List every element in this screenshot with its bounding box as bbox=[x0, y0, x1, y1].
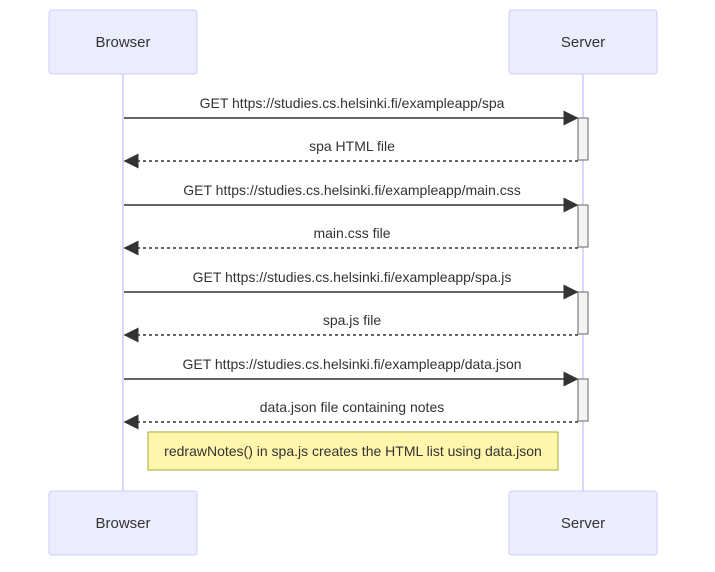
message-label: GET https://studies.cs.helsinki.fi/examp… bbox=[183, 182, 520, 198]
message-data-json-file: data.json file containing notes bbox=[123, 399, 578, 430]
message-spa-html-file: spa HTML file bbox=[123, 138, 578, 169]
message-label: GET https://studies.cs.helsinki.fi/examp… bbox=[200, 95, 505, 111]
message-label: spa.js file bbox=[323, 312, 382, 328]
actor-server-top-label: Server bbox=[561, 34, 605, 51]
message-get-spa: GET https://studies.cs.helsinki.fi/examp… bbox=[124, 95, 579, 126]
activation-box bbox=[577, 204, 589, 248]
note-redraw-notes: redrawNotes() in spa.js creates the HTML… bbox=[147, 431, 559, 471]
actor-browser-bottom: Browser bbox=[48, 490, 198, 556]
message-label: spa HTML file bbox=[309, 138, 395, 154]
activation-box bbox=[577, 117, 589, 161]
message-main-css-file: main.css file bbox=[123, 225, 578, 256]
message-label: GET https://studies.cs.helsinki.fi/examp… bbox=[182, 356, 521, 372]
message-get-data-json: GET https://studies.cs.helsinki.fi/examp… bbox=[124, 356, 579, 387]
message-label: main.css file bbox=[313, 225, 390, 241]
message-spa-js-file: spa.js file bbox=[123, 312, 578, 343]
actor-server-top: Server bbox=[508, 9, 658, 75]
message-get-main-css: GET https://studies.cs.helsinki.fi/examp… bbox=[124, 182, 579, 213]
activation-box bbox=[577, 291, 589, 335]
message-get-spa-js: GET https://studies.cs.helsinki.fi/examp… bbox=[124, 269, 579, 300]
actor-browser-top-label: Browser bbox=[95, 34, 150, 51]
activation-box bbox=[577, 378, 589, 422]
message-label: GET https://studies.cs.helsinki.fi/examp… bbox=[193, 269, 512, 285]
actor-browser-bottom-label: Browser bbox=[95, 515, 150, 532]
note-label: redrawNotes() in spa.js creates the HTML… bbox=[164, 443, 542, 459]
actor-server-bottom: Server bbox=[508, 490, 658, 556]
actor-server-bottom-label: Server bbox=[561, 515, 605, 532]
actor-browser-top: Browser bbox=[48, 9, 198, 75]
message-label: data.json file containing notes bbox=[260, 399, 444, 415]
